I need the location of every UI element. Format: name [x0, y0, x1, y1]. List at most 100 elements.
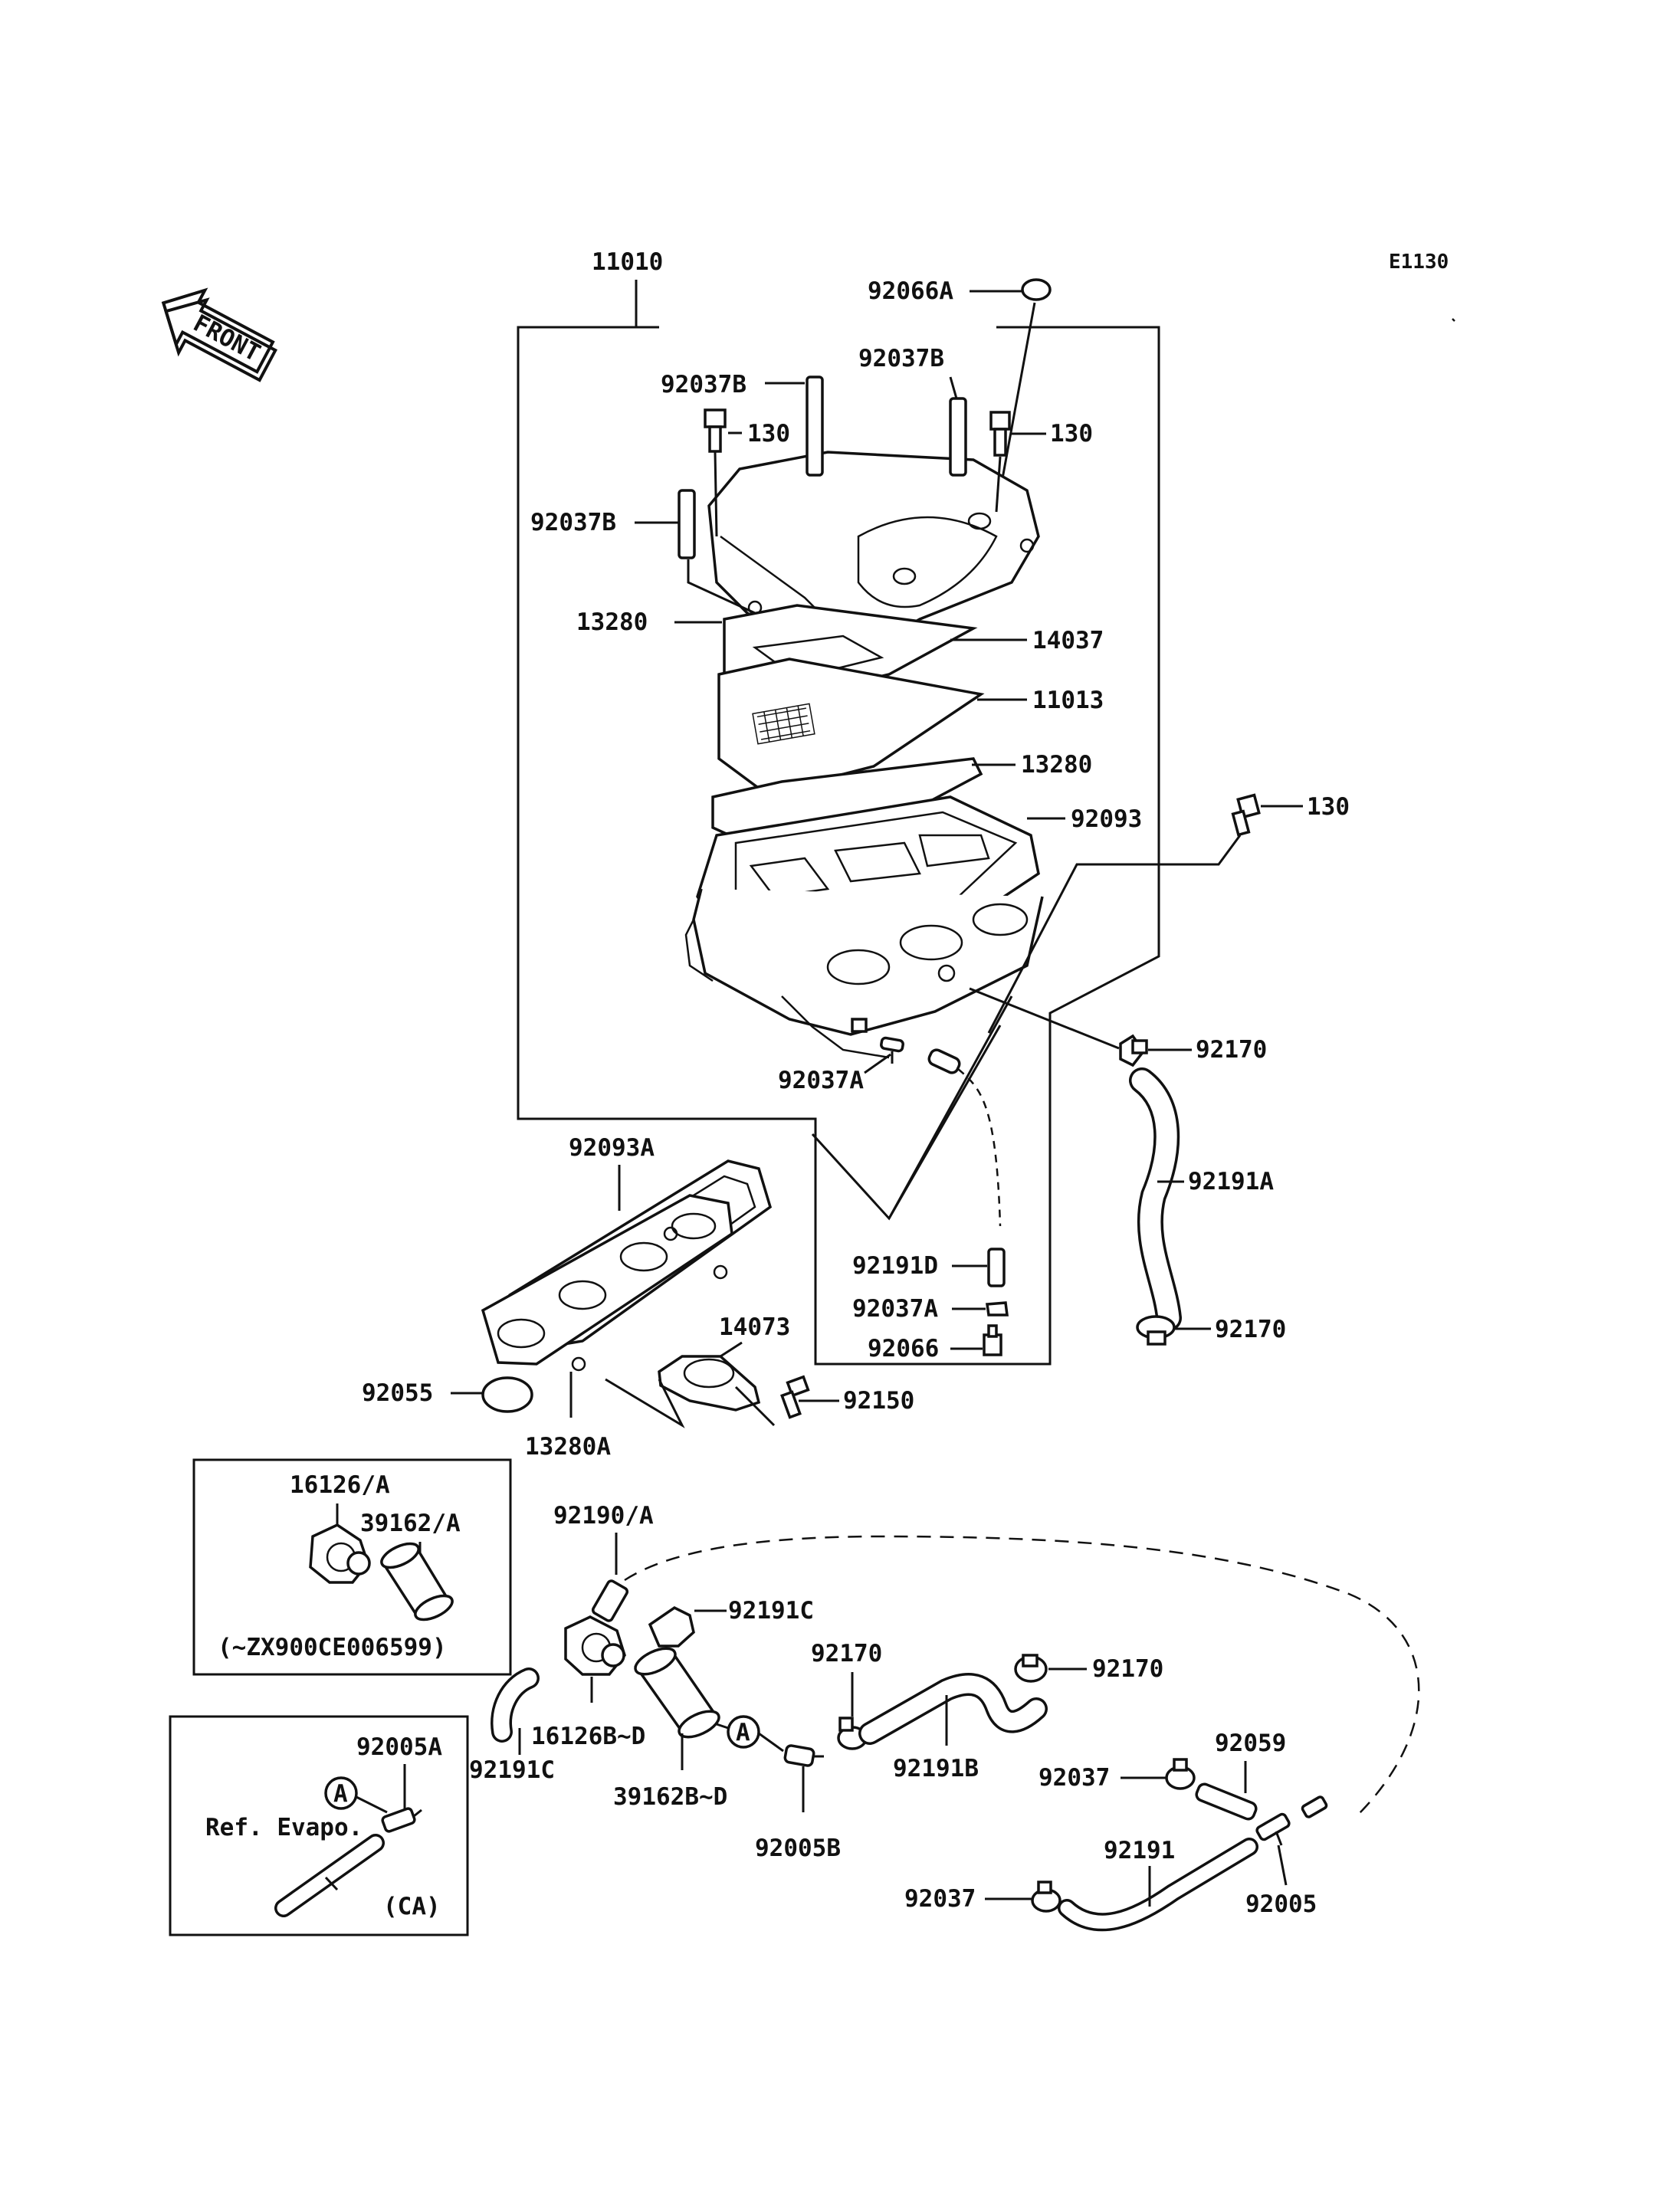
filter-39162A [380, 1542, 454, 1622]
label-92170-2: 92170 [1215, 1316, 1286, 1343]
clamp-92170-4 [1014, 1654, 1048, 1683]
label-92191C-2: 92191C [469, 1756, 555, 1784]
leader-130-2-b [995, 456, 1002, 513]
label-92170-3: 92170 [811, 1640, 882, 1667]
hose-92191 [1060, 1840, 1256, 1929]
label-92150: 92150 [843, 1387, 914, 1415]
label-92093: 92093 [1071, 805, 1142, 833]
leader-92037B-3-b [687, 559, 756, 615]
hose-92190A [591, 1579, 629, 1622]
leader-14073-b [605, 1378, 685, 1428]
leader-130-1-b [714, 451, 718, 537]
marker-a-2 [324, 1776, 358, 1810]
marker-a-2-label: A [333, 1780, 348, 1808]
label-13280-1: 13280 [576, 608, 648, 636]
clamp-92037-2 [1031, 1881, 1061, 1913]
label-92066A: 92066A [868, 277, 953, 305]
leader-92005 [1277, 1844, 1288, 1886]
clamp-92037-1 [1165, 1758, 1196, 1790]
dashed-route-92190A [624, 1535, 1420, 1817]
leader-marker-a-2 [356, 1795, 388, 1814]
leader-92150-b [734, 1385, 776, 1427]
label-92037-2: 92037 [904, 1885, 976, 1913]
element-11013 [717, 657, 985, 795]
clip-92037B-3 [678, 489, 696, 559]
plug-92066 [983, 1324, 1002, 1356]
dashed-route-92191D [957, 1068, 1002, 1227]
label-92005A: 92005A [356, 1733, 442, 1761]
label-92037-1: 92037 [1039, 1764, 1110, 1792]
label-11013: 11013 [1032, 687, 1104, 714]
marker-a-1-label: A [736, 1719, 750, 1746]
filter-39162BD [634, 1647, 720, 1739]
hose-92191C-2 [493, 1670, 537, 1740]
label-92066: 92066 [868, 1335, 939, 1362]
front-arrow-icon: FRONT [161, 287, 278, 382]
inset-box-ca-evap [169, 1715, 469, 1936]
label-92037A-2: 92037A [852, 1295, 938, 1323]
inset-box-early-models [192, 1458, 512, 1676]
label-13280-2: 13280 [1021, 751, 1092, 779]
label-92093A: 92093A [569, 1134, 655, 1162]
clip-92037B-1 [806, 375, 824, 477]
holder-14073 [658, 1355, 761, 1412]
fitting-92037A [851, 1018, 868, 1033]
label-92170-1: 92170 [1196, 1036, 1267, 1064]
hose-92191B [861, 1675, 1045, 1743]
ca-label: (CA) [383, 1893, 441, 1920]
label-39162BD: 39162B~D [613, 1783, 727, 1811]
label-130-3: 130 [1307, 793, 1350, 821]
fitting-92005A [381, 1807, 422, 1833]
clip-92037A-1 [880, 1036, 904, 1064]
label-92059: 92059 [1215, 1730, 1286, 1757]
label-13280A: 13280A [525, 1433, 611, 1461]
label-92191D: 92191D [852, 1252, 938, 1280]
bolt-130-3 [1231, 793, 1261, 837]
leader-92037B-2 [949, 376, 958, 399]
clamp-92170-1 [1119, 1034, 1148, 1067]
bolt-130-1 [704, 408, 727, 453]
bolt-92150 [780, 1375, 810, 1419]
marker-a-1 [727, 1715, 760, 1749]
fitting-92005B [783, 1744, 824, 1767]
hose-92059 [1195, 1782, 1258, 1821]
leader-14073 [720, 1341, 743, 1358]
ref-evapo-label: Ref. Evapo. [205, 1814, 363, 1841]
hose-92191A [1131, 1070, 1180, 1329]
bracket-inner-right [888, 1025, 1002, 1219]
tube-92191D [987, 1248, 1006, 1287]
bolt-130-2 [989, 411, 1011, 457]
leader-92170-1-b [969, 987, 1120, 1050]
hose-evap-band [324, 1876, 339, 1891]
label-16126BD: 16126B~D [531, 1723, 645, 1750]
label-92005: 92005 [1245, 1890, 1317, 1918]
label-92191C-1: 92191C [728, 1597, 814, 1625]
fitting-92005 [1255, 1795, 1328, 1846]
holder-92093A [481, 1159, 773, 1372]
hose-stub-92191D [927, 1048, 961, 1074]
label-14037: 14037 [1032, 627, 1104, 654]
label-92037B-3: 92037B [530, 509, 616, 536]
label-92037B-1: 92037B [661, 371, 746, 398]
leader-92037A-1 [864, 1053, 891, 1074]
stray-mark [1452, 318, 1455, 322]
label-92037A-1: 92037A [778, 1067, 864, 1094]
label-92005B: 92005B [755, 1835, 841, 1862]
cap-92066A [1021, 278, 1052, 301]
diagram-code: E1130 [1389, 251, 1449, 274]
label-92190A: 92190/A [553, 1502, 654, 1530]
assembly-bracket [517, 326, 1160, 1366]
hose-evap [277, 1836, 382, 1915]
air-cleaner-case [684, 795, 1044, 1059]
leader-marker-a-to-92005B [758, 1732, 784, 1753]
label-92191A: 92191A [1188, 1168, 1274, 1195]
clip-92037A-2 [986, 1301, 1009, 1317]
label-92191B: 92191B [893, 1755, 979, 1782]
label-92170-4: 92170 [1092, 1655, 1163, 1683]
label-92055: 92055 [362, 1379, 433, 1407]
label-14073: 14073 [719, 1313, 790, 1341]
clamp-92170-2 [1136, 1315, 1176, 1346]
oring-92055 [481, 1376, 533, 1413]
label-92037B-2: 92037B [858, 345, 944, 372]
